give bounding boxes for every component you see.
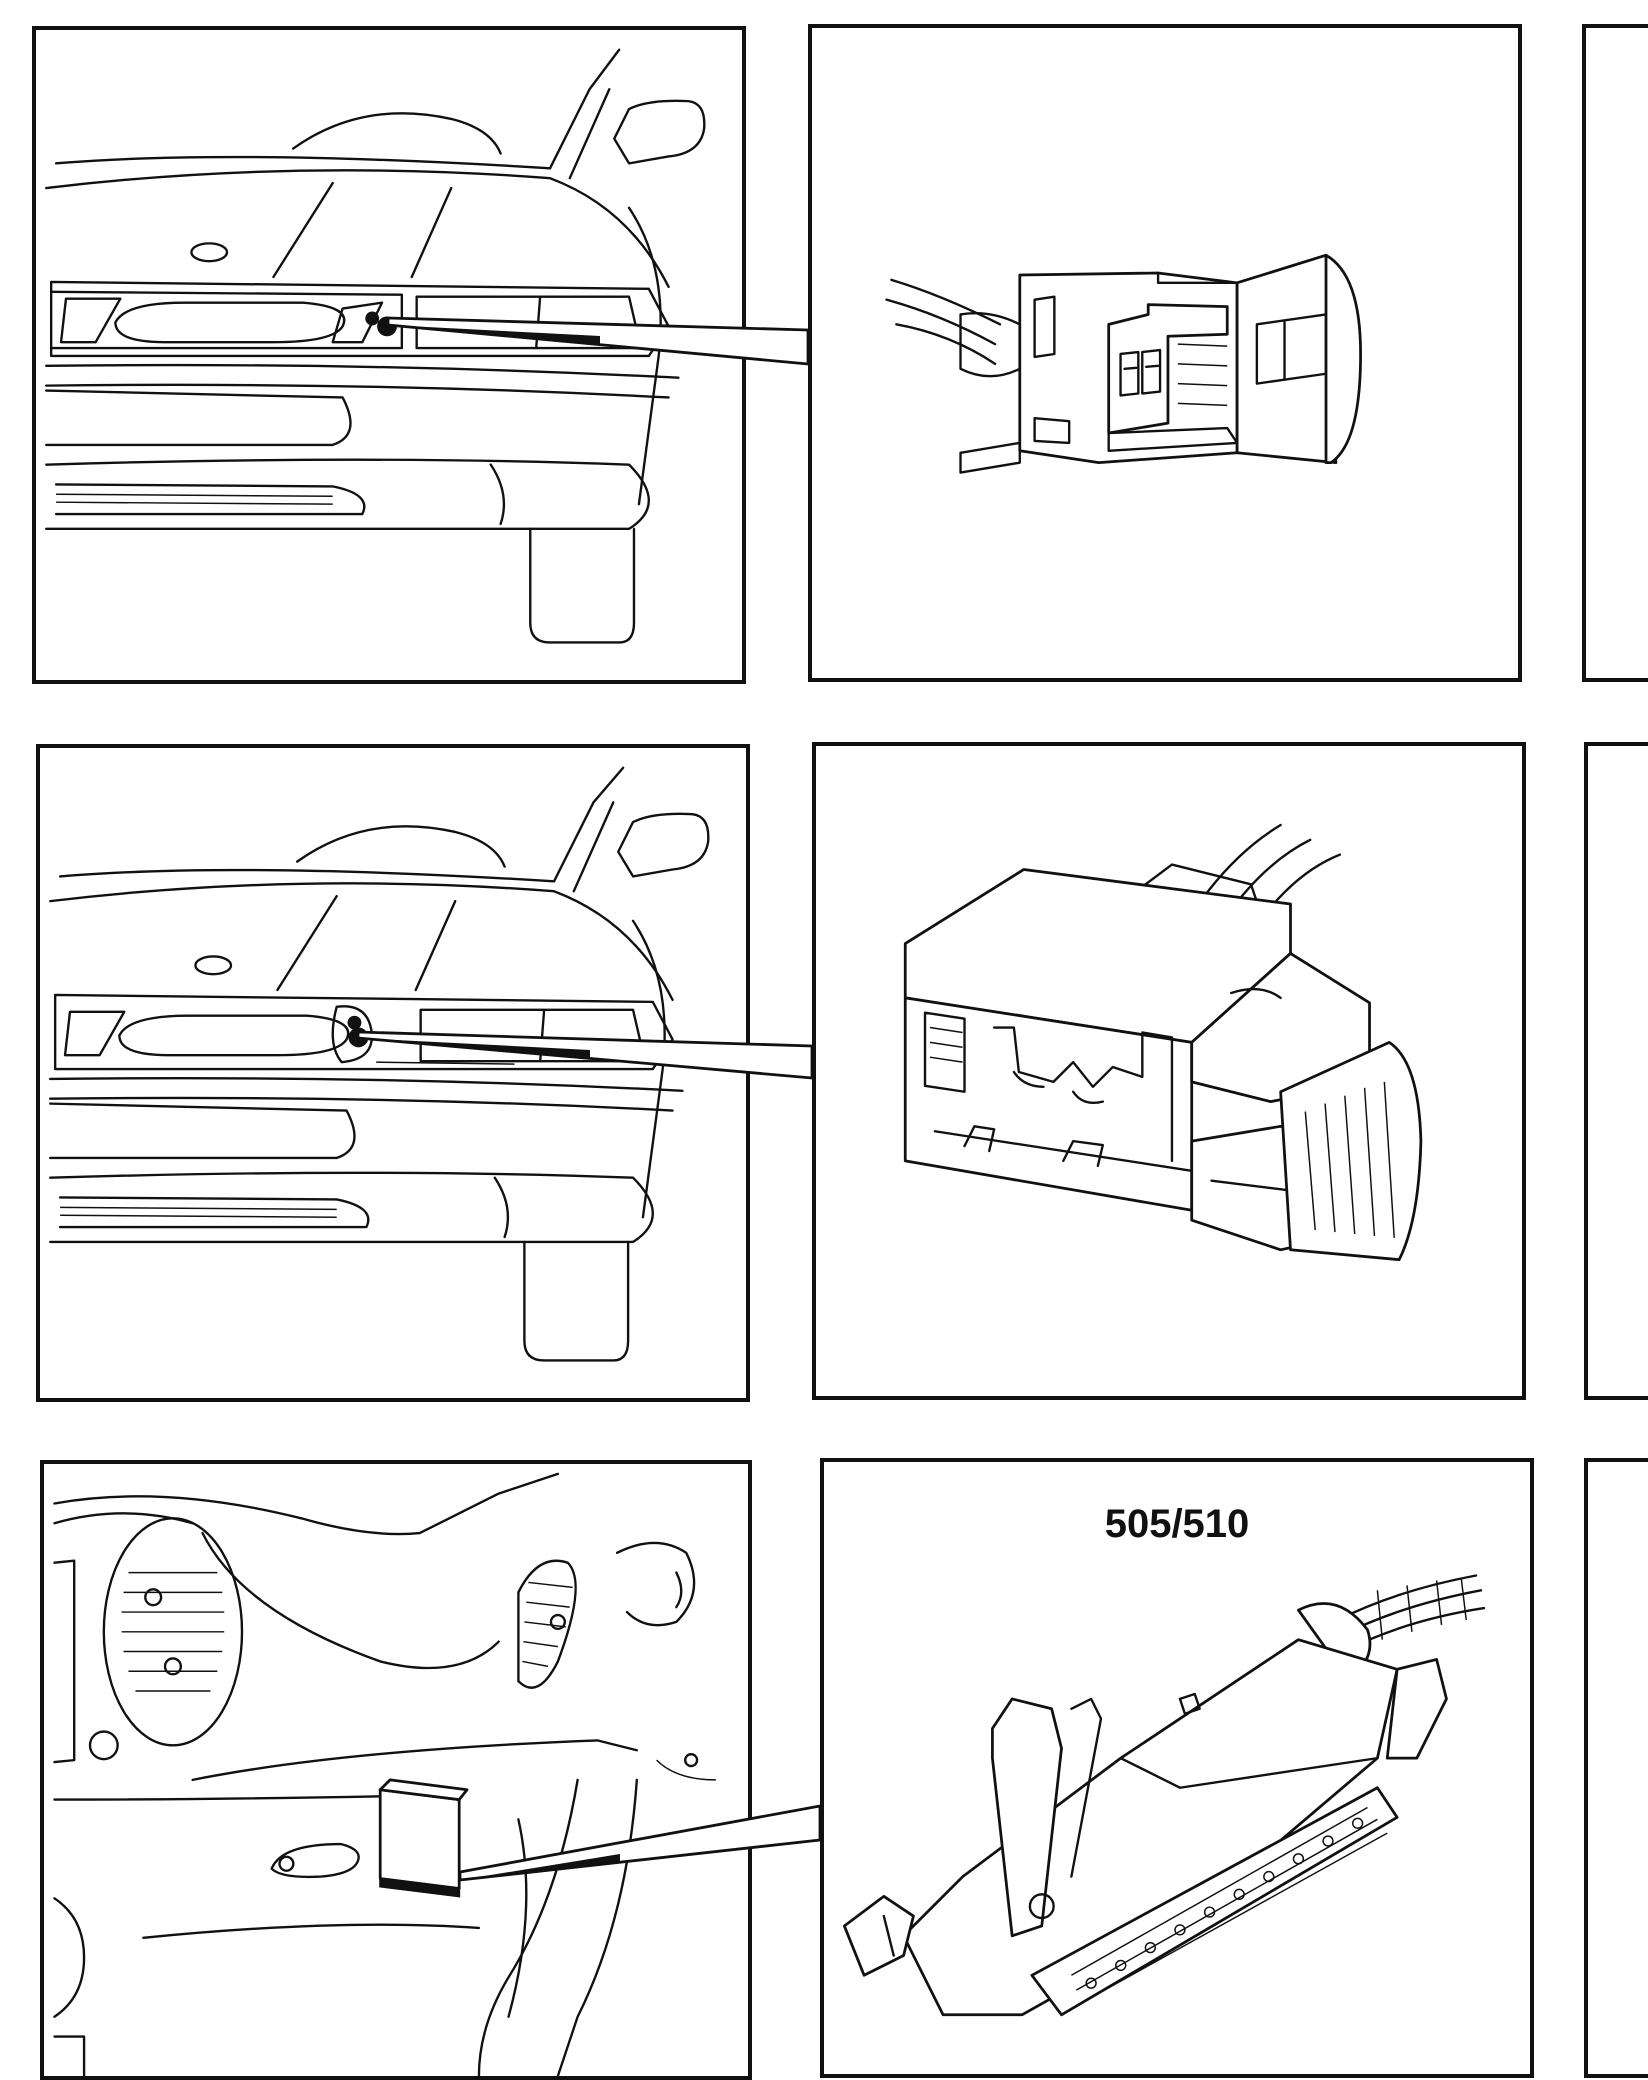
connector-detail-panel-3: 505/510: [820, 1458, 1534, 2078]
next-panel-edge-3: [1584, 1458, 1648, 2078]
connector-detail-panel-1: [808, 24, 1522, 682]
dashboard-drawing: [53, 1472, 716, 2076]
location-panel-front-grille-1: [32, 26, 746, 684]
ecu-connector-drawing: [842, 1574, 1486, 2017]
connector-detail-panel-2: [812, 742, 1526, 1400]
pin-array: [1071, 1806, 1388, 2004]
next-panel-edge-1: [1582, 24, 1648, 682]
detail-label-3: 505/510: [1104, 1502, 1250, 1546]
next-panel-edge-2: [1584, 742, 1648, 1400]
location-panel-front-grille-2: [36, 744, 750, 1402]
location-panel-dashboard: [40, 1460, 752, 2080]
connector-drawing-2: [903, 823, 1423, 1262]
connector-drawing-1: [885, 253, 1362, 474]
